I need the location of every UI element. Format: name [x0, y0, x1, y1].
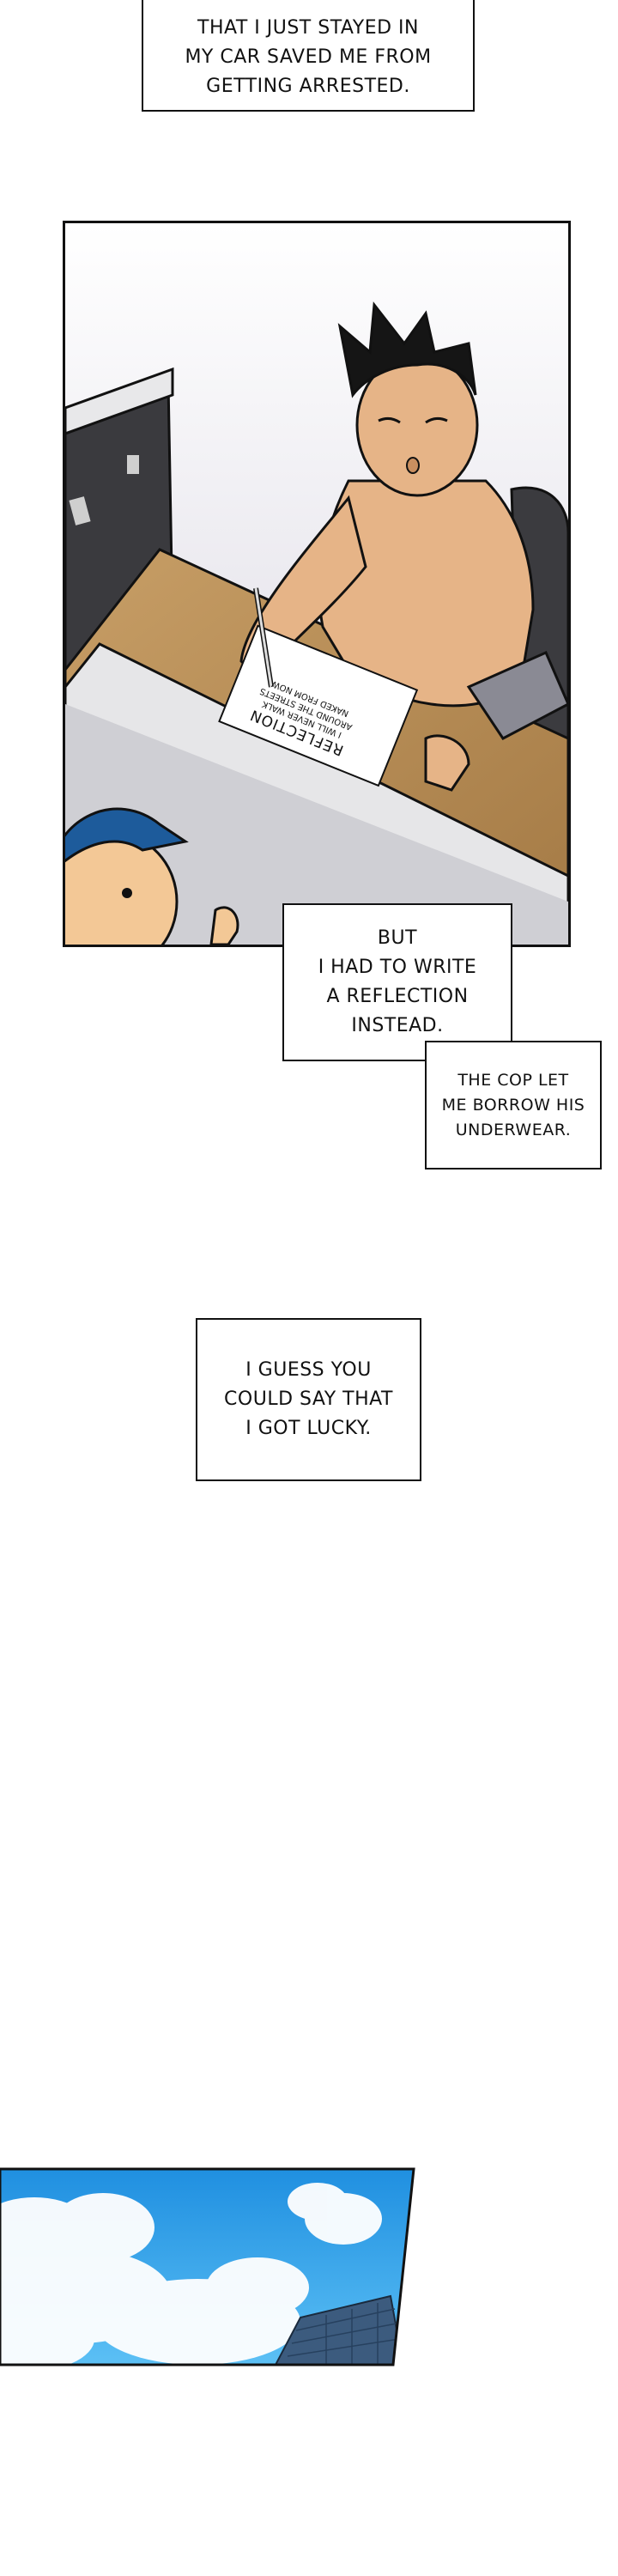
- caption-box-top: THAT I JUST STAYED IN MY CAR SAVED ME FR…: [142, 0, 475, 112]
- caption-line: A REFLECTION: [326, 986, 469, 1007]
- caption-line: THAT I JUST STAYED IN: [197, 17, 419, 39]
- caption-box-reflection: BUT I HAD TO WRITE A REFLECTION INSTEAD.: [282, 903, 512, 1061]
- caption-line: I HAD TO WRITE: [318, 957, 477, 978]
- caption-line: UNDERWEAR.: [455, 1120, 572, 1139]
- caption-line: COULD SAY THAT: [224, 1388, 393, 1410]
- comic-panel-sky: [0, 2167, 416, 2366]
- caption-line: I GOT LUCKY.: [245, 1418, 372, 1439]
- caption-line: MY CAR SAVED ME FROM: [185, 46, 432, 68]
- caption-box-lucky: I GUESS YOU COULD SAY THAT I GOT LUCKY.: [196, 1318, 421, 1481]
- caption-line: INSTEAD.: [351, 1015, 444, 1036]
- desk-scene-illustration: [65, 223, 568, 945]
- sky-scene-illustration: [0, 2167, 415, 2366]
- comic-panel-desk: REFLECTION I WILL NEVER WALK AROUND THE …: [63, 221, 571, 947]
- caption-line: GETTING ARRESTED.: [206, 76, 410, 97]
- caption-line: BUT: [377, 927, 418, 949]
- caption-line: THE COP LET: [457, 1070, 569, 1090]
- caption-box-underwear: THE COP LET ME BORROW HIS UNDERWEAR.: [425, 1041, 602, 1170]
- caption-line: ME BORROW HIS: [441, 1095, 585, 1115]
- caption-line: I GUESS YOU: [245, 1359, 372, 1381]
